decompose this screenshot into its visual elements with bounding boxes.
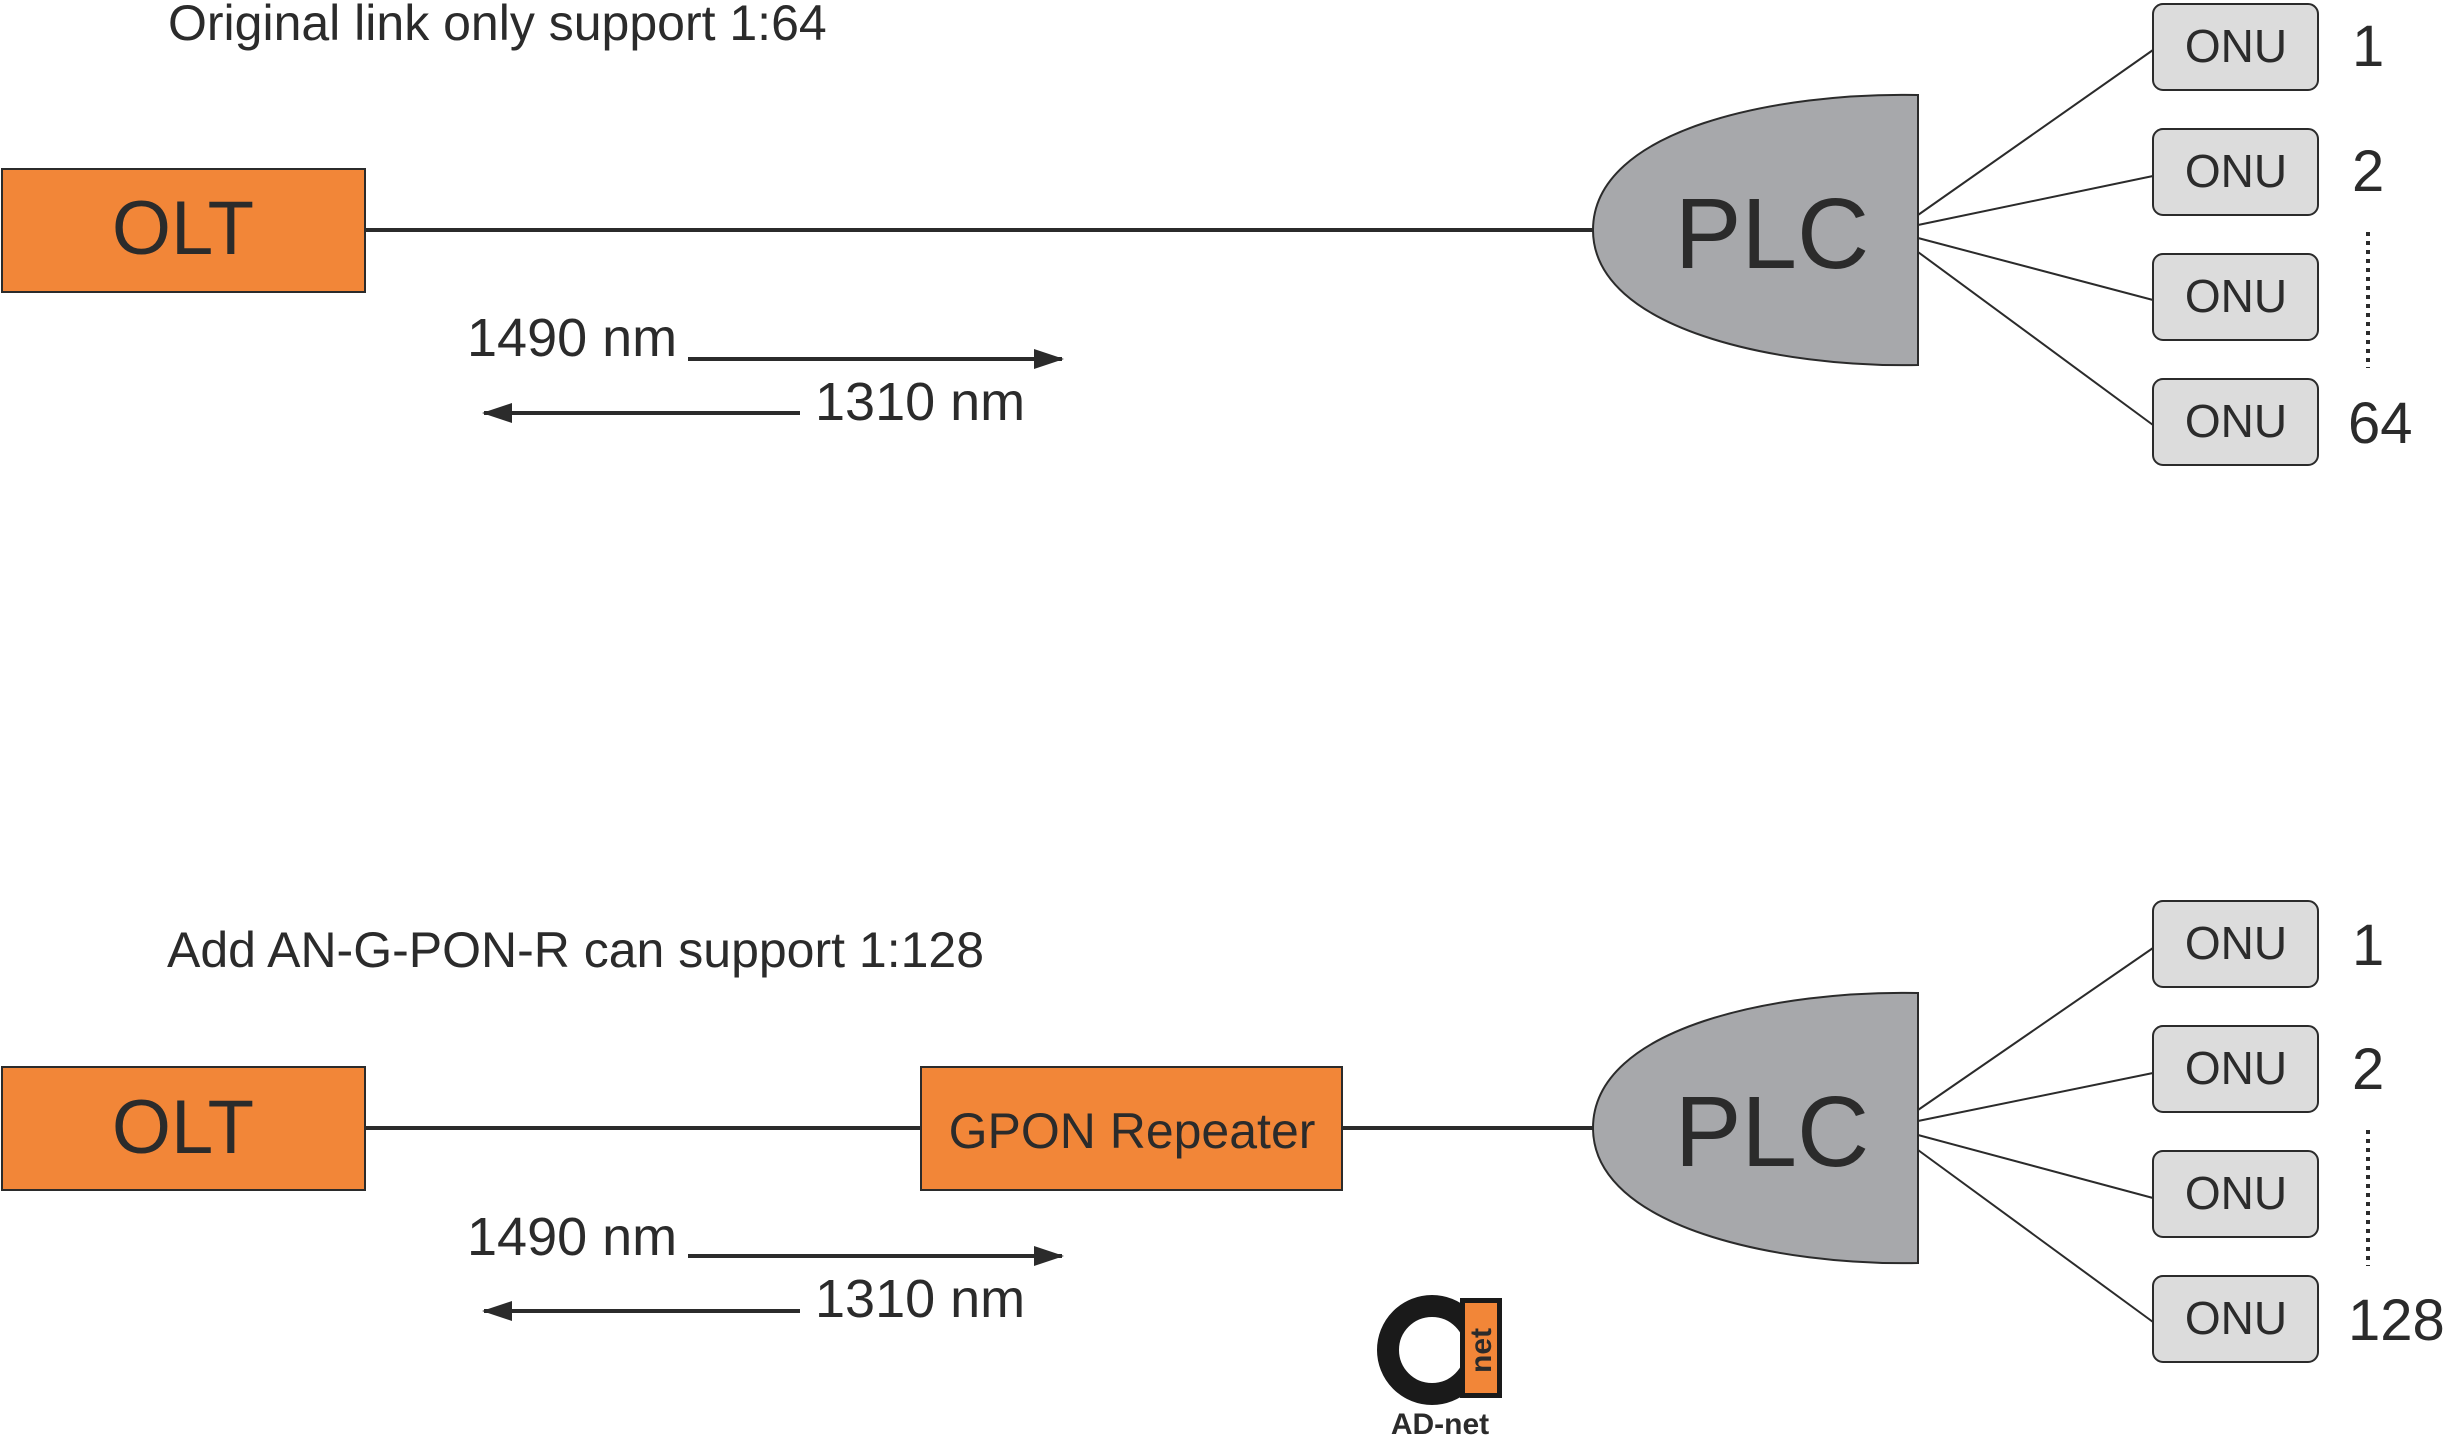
- bottom-onu-index-1: 1: [2352, 913, 2384, 978]
- top-onu-index-1: 1: [2352, 14, 2384, 79]
- gpon-repeater-label: GPON Repeater: [949, 1103, 1316, 1159]
- onu-label: ONU: [2185, 145, 2287, 197]
- bottom-diagram: Add AN-G-PON-R can support 1:128 OLT GPO…: [1, 900, 2445, 1363]
- top-drop-fiber-4: [1917, 251, 2154, 426]
- bottom-drop-fiber-4: [1917, 1149, 2154, 1323]
- onu-label: ONU: [2185, 1167, 2287, 1219]
- top-onu-3: ONU: [2152, 253, 2319, 341]
- onu-label: ONU: [2185, 20, 2287, 72]
- bottom-onu-index-4: 128: [2348, 1288, 2445, 1353]
- logo-mark-text: net: [1465, 1328, 1498, 1373]
- top-drop-fiber-3: [1917, 237, 2154, 301]
- bottom-drop-fiber-2: [1917, 1072, 2154, 1122]
- logo-brand-text: AD-net: [1391, 1408, 1489, 1435]
- bottom-olt-box: [1, 1066, 366, 1191]
- top-caption: Original link only support 1:64: [168, 0, 827, 51]
- top-upstream-label: 1310 nm: [815, 372, 1025, 432]
- bottom-onu-1: ONU: [2152, 900, 2319, 988]
- top-downstream-label: 1490 nm: [467, 308, 677, 368]
- top-olt-box: [1, 168, 366, 293]
- top-diagram: Original link only support 1:64 OLT PLC …: [1, 0, 2413, 466]
- bottom-onu-3: ONU: [2152, 1150, 2319, 1238]
- ad-net-logo-icon: net AD-net: [1377, 1295, 1502, 1435]
- top-onu-2: ONU: [2152, 128, 2319, 216]
- bottom-onu-index-2: 2: [2352, 1037, 2384, 1102]
- onu-label: ONU: [2185, 270, 2287, 322]
- bottom-caption: Add AN-G-PON-R can support 1:128: [167, 922, 984, 978]
- bottom-onu-4: ONU: [2152, 1275, 2319, 1363]
- top-drop-fiber-2: [1917, 175, 2154, 226]
- top-onu-4: ONU: [2152, 378, 2319, 466]
- bottom-upstream-label: 1310 nm: [815, 1269, 1025, 1329]
- top-onu-index-4: 64: [2348, 391, 2413, 456]
- bottom-drop-fiber-1: [1917, 947, 2154, 1111]
- top-plc-splitter: [1591, 93, 1919, 367]
- onu-label: ONU: [2185, 1292, 2287, 1344]
- bottom-downstream-label: 1490 nm: [467, 1207, 677, 1267]
- gpon-repeater-box: [920, 1066, 1343, 1191]
- bottom-plc-splitter: [1591, 991, 1919, 1265]
- onu-label: ONU: [2185, 1042, 2287, 1094]
- bottom-drop-fiber-3: [1917, 1134, 2154, 1199]
- top-drop-fiber-1: [1917, 49, 2154, 216]
- onu-label: ONU: [2185, 917, 2287, 969]
- bottom-plc-label: PLC: [1675, 1076, 1870, 1188]
- top-plc-label: PLC: [1675, 178, 1870, 290]
- top-onu-1: ONU: [2152, 3, 2319, 91]
- top-onu-index-2: 2: [2352, 139, 2384, 204]
- bottom-onu-2: ONU: [2152, 1025, 2319, 1113]
- bottom-olt-label: OLT: [112, 1085, 254, 1170]
- onu-label: ONU: [2185, 395, 2287, 447]
- top-olt-label: OLT: [112, 186, 254, 271]
